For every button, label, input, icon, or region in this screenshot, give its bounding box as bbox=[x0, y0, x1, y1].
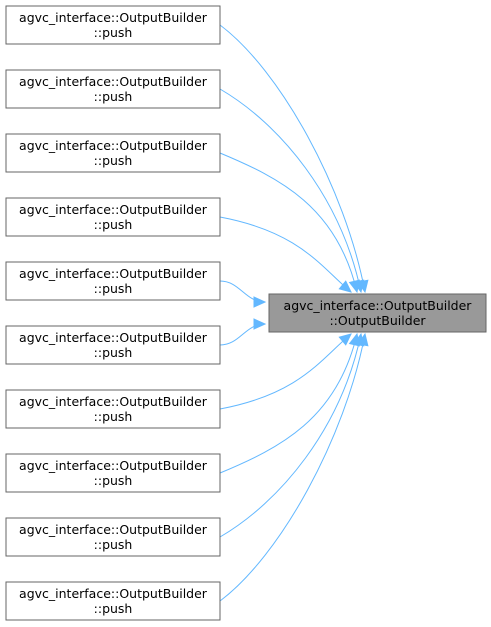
caller-node-5[interactable]: agvc_interface::OutputBuilder::push bbox=[5, 261, 221, 301]
caller-node-10[interactable]: agvc_interface::OutputBuilder::push bbox=[5, 581, 221, 621]
caller-node-9[interactable]: agvc_interface::OutputBuilder::push bbox=[5, 517, 221, 557]
caller-node-8-box bbox=[5, 453, 221, 493]
arrowhead-3 bbox=[348, 279, 360, 294]
arrowhead-10 bbox=[357, 332, 369, 347]
caller-node-2-box bbox=[5, 69, 221, 109]
caller-node-3-label-line2: ::push bbox=[94, 153, 133, 168]
edge-caller-10-to-target bbox=[219, 333, 366, 602]
edge-caller-2-to-target bbox=[219, 88, 362, 293]
caller-node-1-box bbox=[5, 5, 221, 45]
edge-caller-7-to-target bbox=[219, 333, 352, 410]
nodes-layer: agvc_interface::OutputBuilder::pushagvc_… bbox=[5, 5, 487, 621]
caller-node-2-label-line2: ::push bbox=[94, 89, 133, 104]
caller-node-8-label-line2: ::push bbox=[94, 473, 133, 488]
caller-node-7-label-line2: ::push bbox=[94, 409, 133, 424]
caller-node-8-label-line1: agvc_interface::OutputBuilder bbox=[19, 458, 208, 473]
edge-caller-3-to-target bbox=[219, 152, 358, 293]
caller-node-3[interactable]: agvc_interface::OutputBuilder::push bbox=[5, 133, 221, 173]
caller-node-6-label-line1: agvc_interface::OutputBuilder bbox=[19, 330, 208, 345]
caller-node-5-label-line1: agvc_interface::OutputBuilder bbox=[19, 266, 208, 281]
caller-node-7[interactable]: agvc_interface::OutputBuilder::push bbox=[5, 389, 221, 429]
target-node-label-line1: agvc_interface::OutputBuilder bbox=[284, 298, 473, 313]
caller-node-6[interactable]: agvc_interface::OutputBuilder::push bbox=[5, 325, 221, 365]
caller-node-10-label-line2: ::push bbox=[94, 601, 133, 616]
target-node-label-line2: ::OutputBuilder bbox=[329, 313, 426, 328]
caller-node-2[interactable]: agvc_interface::OutputBuilder::push bbox=[5, 69, 221, 109]
caller-node-8[interactable]: agvc_interface::OutputBuilder::push bbox=[5, 453, 221, 493]
edge-caller-9-to-target bbox=[219, 333, 362, 538]
caller-node-9-box bbox=[5, 517, 221, 557]
caller-node-7-box bbox=[5, 389, 221, 429]
edge-caller-4-to-target bbox=[219, 216, 352, 293]
edges-layer bbox=[219, 24, 369, 602]
caller-node-4-box bbox=[5, 197, 221, 237]
arrowhead-5 bbox=[253, 296, 267, 308]
caller-node-10-box bbox=[5, 581, 221, 621]
caller-node-1-label-line2: ::push bbox=[94, 25, 133, 40]
caller-node-7-label-line1: agvc_interface::OutputBuilder bbox=[19, 394, 208, 409]
edge-caller-8-to-target bbox=[219, 333, 358, 474]
arrowhead-7 bbox=[338, 333, 352, 346]
arrowhead-4 bbox=[338, 280, 352, 293]
caller-node-1[interactable]: agvc_interface::OutputBuilder::push bbox=[5, 5, 221, 45]
caller-node-3-box bbox=[5, 133, 221, 173]
caller-node-4[interactable]: agvc_interface::OutputBuilder::push bbox=[5, 197, 221, 237]
caller-node-4-label-line2: ::push bbox=[94, 217, 133, 232]
arrowhead-6 bbox=[253, 318, 267, 330]
caller-node-3-label-line1: agvc_interface::OutputBuilder bbox=[19, 138, 208, 153]
caller-node-2-label-line1: agvc_interface::OutputBuilder bbox=[19, 74, 208, 89]
caller-node-6-box bbox=[5, 325, 221, 365]
caller-node-9-label-line1: agvc_interface::OutputBuilder bbox=[19, 522, 208, 537]
caller-node-5-label-line2: ::push bbox=[94, 281, 133, 296]
caller-node-10-label-line1: agvc_interface::OutputBuilder bbox=[19, 586, 208, 601]
caller-node-4-label-line1: agvc_interface::OutputBuilder bbox=[19, 202, 208, 217]
caller-node-6-label-line2: ::push bbox=[94, 345, 133, 360]
target-node-box bbox=[268, 293, 487, 333]
caller-node-9-label-line2: ::push bbox=[94, 537, 133, 552]
caller-node-1-label-line1: agvc_interface::OutputBuilder bbox=[19, 10, 208, 25]
target-node[interactable]: agvc_interface::OutputBuilder::OutputBui… bbox=[268, 293, 487, 333]
caller-node-5-box bbox=[5, 261, 221, 301]
edge-caller-1-to-target bbox=[219, 24, 366, 293]
